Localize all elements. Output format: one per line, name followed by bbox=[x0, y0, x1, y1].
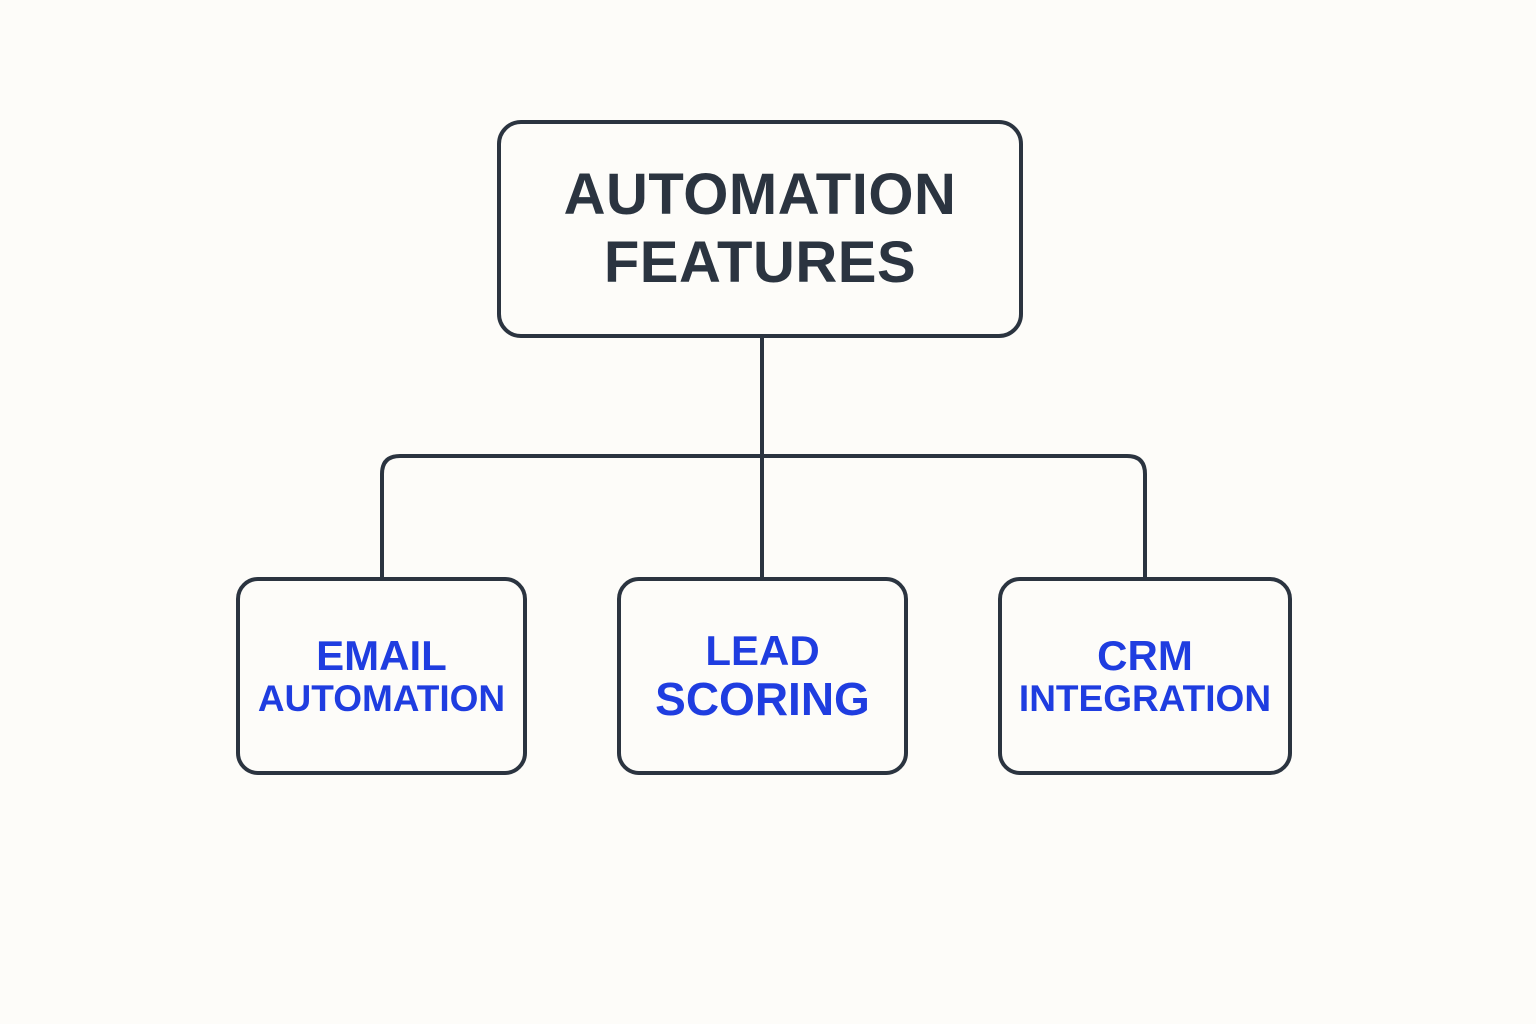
node-crm-integration[interactable]: CRM INTEGRATION bbox=[998, 577, 1292, 775]
connector-bus bbox=[380, 454, 1147, 577]
node-crm-line-2: INTEGRATION bbox=[1018, 677, 1272, 719]
node-lead-line-1: LEAD bbox=[705, 626, 820, 674]
node-root-line-2: FEATURES bbox=[603, 230, 917, 295]
node-root-line-1: AUTOMATION bbox=[563, 161, 957, 227]
node-email-automation[interactable]: EMAIL AUTOMATION bbox=[236, 577, 527, 775]
node-lead-scoring[interactable]: LEAD SCORING bbox=[617, 577, 908, 775]
node-email-line-2: AUTOMATION bbox=[257, 677, 506, 719]
node-crm-line-1: CRM bbox=[1097, 631, 1193, 679]
node-email-line-1: EMAIL bbox=[316, 631, 447, 679]
node-lead-line-2: SCORING bbox=[655, 672, 870, 725]
node-automation-features[interactable]: AUTOMATION FEATURES bbox=[497, 120, 1023, 338]
